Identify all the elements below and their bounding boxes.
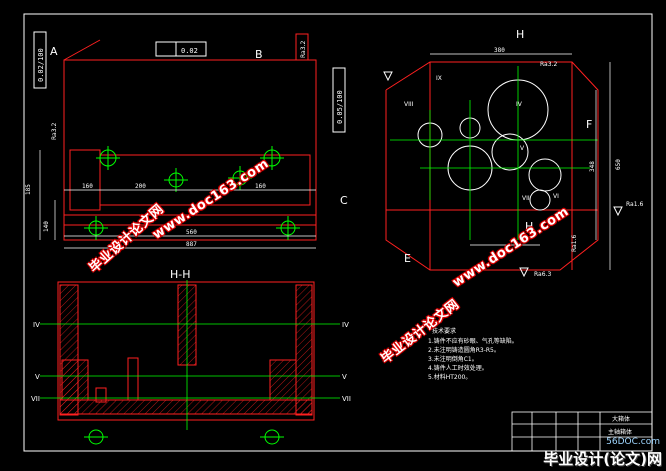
- roman-v: V: [520, 145, 525, 152]
- parallel-left-value: 0.02/100: [37, 48, 45, 82]
- datum-b: B: [255, 48, 263, 61]
- parallel-frame-right: [332, 67, 346, 133]
- roman-right-v: V: [342, 373, 347, 381]
- roughness-front-left: Ra3.2: [51, 123, 58, 140]
- roman-iv: IV: [516, 101, 523, 108]
- note-5: 5.材料HT200。: [428, 373, 471, 381]
- roughness-side-top: Ra3.2: [540, 61, 557, 68]
- note-2: 2.未注明铸造圆角R3-R5。: [428, 346, 500, 354]
- parallel-frame-left: [33, 31, 47, 89]
- dim-front-4: 560: [186, 229, 197, 236]
- note-4: 4.铸件人工时效处理。: [428, 364, 488, 372]
- section-view: [57, 281, 315, 421]
- roughness-side-bottom: Ra6.3: [534, 271, 551, 278]
- roughness-symbol: [383, 71, 393, 82]
- note-1: 1.铸件不应有砂眼、气孔等缺陷。: [428, 337, 518, 345]
- roman-vii: VII: [522, 195, 530, 202]
- dim-side-1: 380: [494, 47, 505, 54]
- front-view-holes: [84, 146, 300, 240]
- section-title: H-H: [170, 268, 191, 281]
- dim-side-3: 348: [589, 161, 596, 172]
- side-view-centerlines: [390, 66, 598, 240]
- section-holes: [84, 429, 284, 445]
- dim-front-1: 160: [82, 183, 93, 190]
- drawing-frame: [23, 13, 653, 452]
- footer-brand: 毕业设计(论文)网: [543, 450, 662, 468]
- datum-e: E: [404, 252, 411, 265]
- front-view-dims: [39, 150, 316, 249]
- title-block: [511, 411, 653, 452]
- roughness-front-top: Ra3.2: [300, 41, 307, 58]
- section-centerlines: [40, 280, 340, 430]
- roman-right-iv: IV: [342, 321, 349, 329]
- datum-c: C: [340, 194, 348, 207]
- dim-front-6: 185: [25, 184, 32, 195]
- roman-left-iv: IV: [33, 321, 40, 329]
- flatness-value: 0.02: [181, 47, 198, 55]
- notes-title: 技术要求: [432, 327, 456, 335]
- roman-left-vii: VII: [31, 395, 40, 403]
- flatness-frame: [155, 41, 207, 57]
- roman-right-vii: VII: [342, 395, 351, 403]
- side-view-gears: [417, 79, 562, 211]
- dim-side-2: 650: [615, 159, 622, 170]
- dim-front-3: 160: [255, 183, 266, 190]
- section-marker-bottom: H: [525, 220, 533, 233]
- roughness-side-right: Ra1.6: [626, 201, 643, 208]
- roman-vi: VI: [553, 193, 559, 200]
- parallel-right-value: 0.05/100: [336, 90, 344, 124]
- footer-url: 56DOC.com: [606, 437, 660, 447]
- roman-viii: VIII: [404, 101, 414, 108]
- dim-front-5: 887: [186, 241, 197, 248]
- dim-front-7: 140: [43, 221, 50, 232]
- roman-left-v: V: [35, 373, 40, 381]
- title-block-label-2: 主轴箱体: [608, 428, 632, 436]
- title-block-label-1: 大箱体: [612, 415, 630, 423]
- roman-ix: IX: [436, 75, 442, 82]
- roughness-side-corner: Ra1.6: [571, 235, 578, 252]
- datum-f: F: [586, 118, 592, 131]
- note-3: 3.未注明倒角C1。: [428, 355, 478, 363]
- dim-front-2: 200: [135, 183, 146, 190]
- datum-a: A: [50, 45, 58, 58]
- front-view: [63, 39, 317, 241]
- side-view-dims: [430, 53, 611, 270]
- section-marker-top: H: [516, 28, 524, 41]
